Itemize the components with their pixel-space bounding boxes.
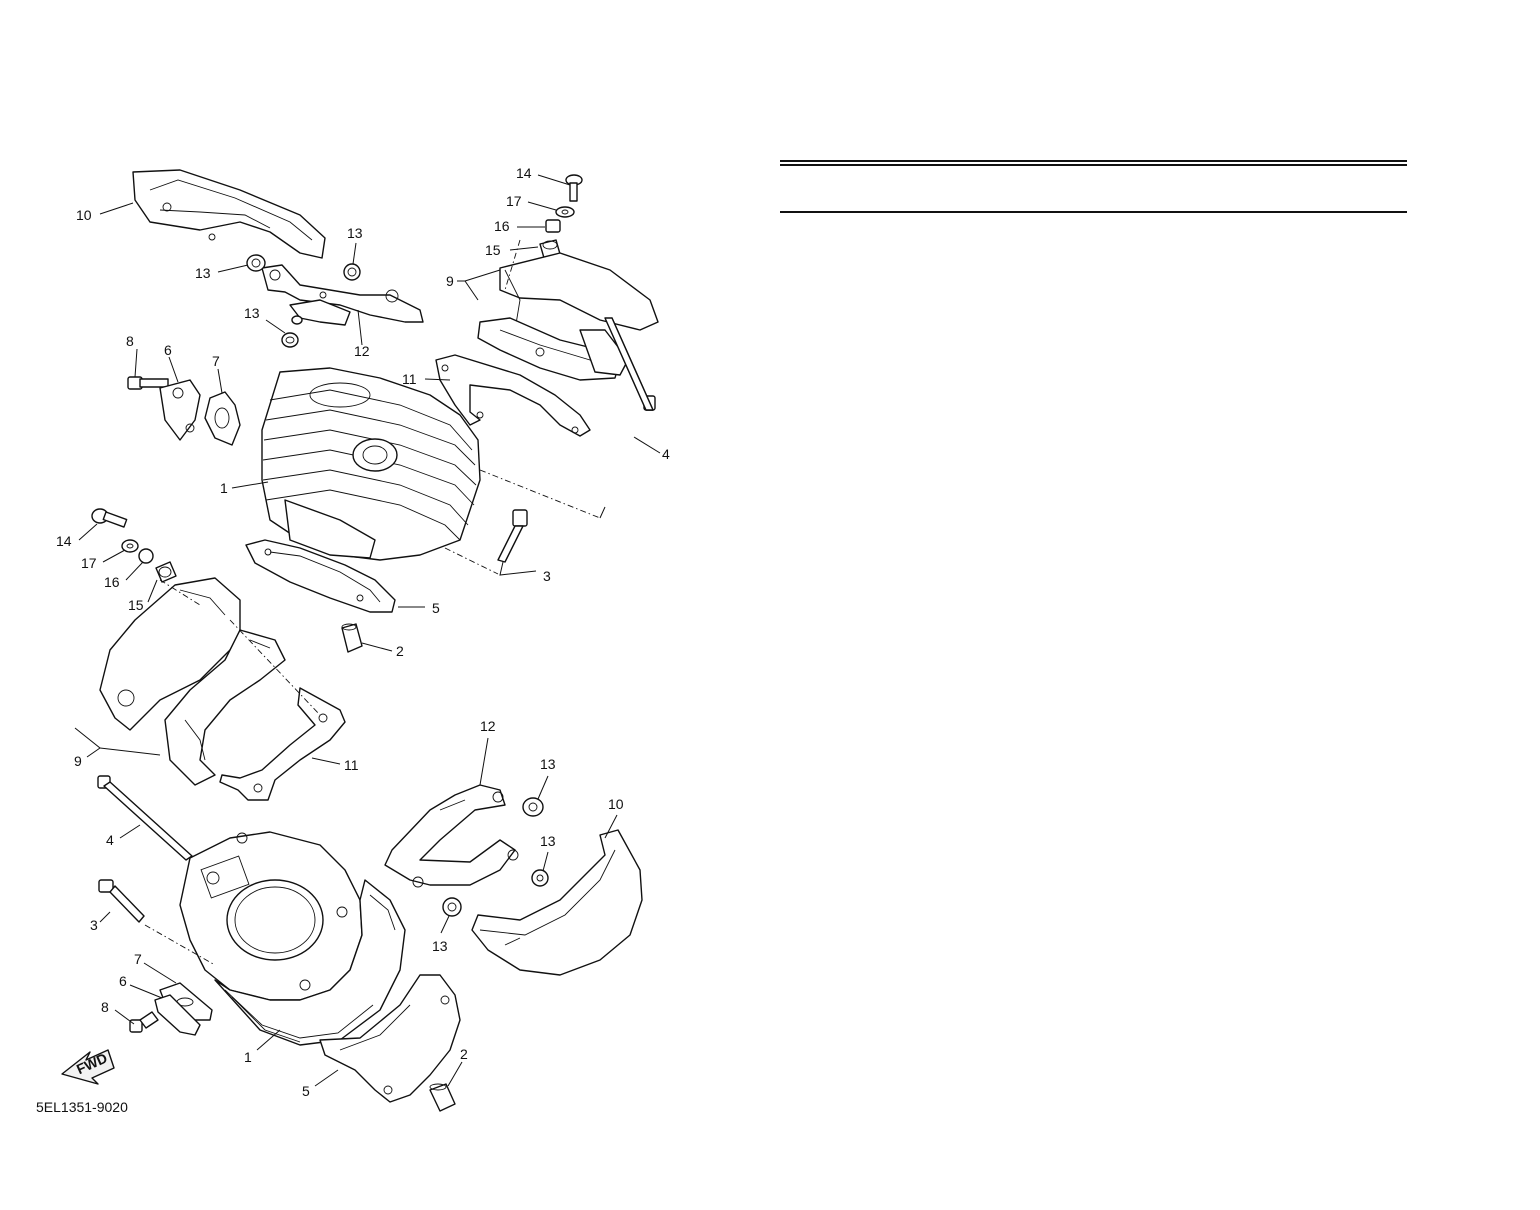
part-10-front-cover	[471, 829, 643, 976]
part-11-rear-gasket	[435, 354, 591, 437]
callout-11: 11	[344, 757, 359, 773]
callout-9: 9	[74, 753, 82, 769]
callout-3: 3	[90, 917, 98, 933]
part-8-6-7-rear	[127, 376, 241, 446]
callout-16: 16	[104, 574, 120, 590]
callout-13: 13	[347, 225, 363, 241]
callout-12: 12	[480, 718, 496, 734]
callout-4: 4	[106, 832, 114, 848]
callout-4: 4	[662, 446, 670, 462]
callout-10: 10	[76, 207, 92, 223]
part-13-dampers-rear	[246, 254, 361, 348]
callout-5: 5	[432, 600, 440, 616]
part-7-6-8-front	[129, 982, 213, 1036]
callout-14: 14	[56, 533, 72, 549]
callout-9: 9	[446, 273, 454, 289]
part-14-17-16-15-hardware-front	[91, 508, 177, 583]
alignment-lines	[144, 239, 601, 966]
part-3-bolt-rear	[497, 509, 528, 563]
callout-8: 8	[126, 333, 134, 349]
callout-16: 16	[494, 218, 510, 234]
part-11-front-gasket	[219, 687, 346, 801]
callout-2: 2	[396, 643, 404, 659]
callout-6: 6	[164, 342, 172, 358]
callout-7: 7	[212, 353, 220, 369]
part-12-rear-bracket	[261, 264, 424, 326]
callout-labels: 10 13 13 13 12 14 17 16 15 9 11 8 6 7 4 …	[56, 165, 670, 1099]
leader-lines	[74, 174, 661, 1087]
part-1-front-cylinder	[179, 831, 406, 1046]
callout-13: 13	[432, 938, 448, 954]
part-3-bolt-front	[98, 879, 145, 923]
callout-7: 7	[134, 951, 142, 967]
part-12-front-bracket	[384, 784, 519, 888]
part-2-dowel-rear	[341, 623, 363, 653]
callout-6: 6	[119, 973, 127, 989]
fwd-arrow-icon: FWD	[61, 1049, 115, 1085]
callout-11: 11	[402, 371, 417, 387]
callout-1: 1	[220, 480, 228, 496]
callout-8: 8	[101, 999, 109, 1015]
figure-code: 5EL1351-9020	[36, 1099, 128, 1115]
callout-15: 15	[485, 242, 501, 258]
callout-17: 17	[506, 193, 522, 209]
part-14-17-16-15-hardware-rear	[539, 174, 583, 259]
part-1-rear-cylinder	[261, 367, 481, 561]
part-10-rear-cover	[132, 169, 326, 259]
part-5-front-gasket	[319, 974, 461, 1103]
part-2-dowel-front	[429, 1083, 456, 1112]
callout-10: 10	[608, 796, 624, 812]
callout-13: 13	[244, 305, 260, 321]
callout-3: 3	[543, 568, 551, 584]
part-13-dampers-front	[442, 797, 549, 917]
part-9-rear-head-cover	[477, 252, 659, 381]
callout-13: 13	[540, 833, 556, 849]
callout-5: 5	[302, 1083, 310, 1099]
callout-1: 1	[244, 1049, 252, 1065]
callout-2: 2	[460, 1046, 468, 1062]
header-rules	[780, 160, 1407, 213]
callout-15: 15	[128, 597, 144, 613]
part-9-front-head-cover	[99, 577, 286, 786]
callout-14: 14	[516, 165, 532, 181]
callout-13: 13	[540, 756, 556, 772]
part-4-long-stud-front	[97, 775, 193, 861]
part-4-long-stud-rear	[604, 317, 656, 411]
callout-17: 17	[81, 555, 97, 571]
part-5-rear-gasket	[245, 539, 396, 613]
callout-12: 12	[354, 343, 370, 359]
callout-13: 13	[195, 265, 211, 281]
